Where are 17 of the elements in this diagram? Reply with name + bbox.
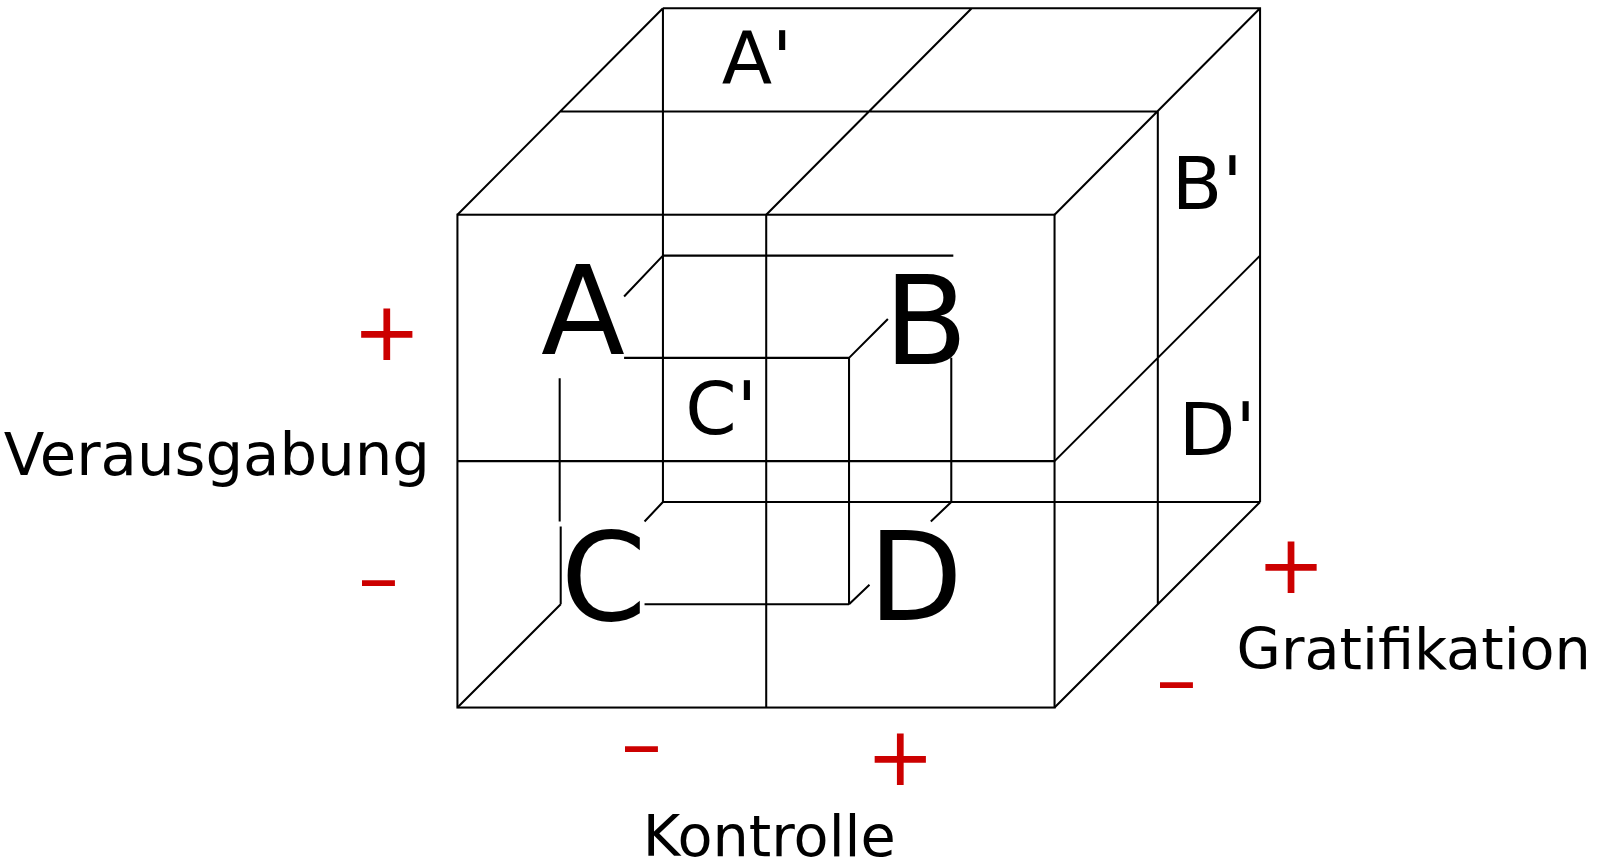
cell-letter: A': [721, 22, 793, 97]
cell-letter: C: [560, 516, 647, 640]
axis-label: Verausgabung: [3, 425, 430, 485]
plus-sign: +: [865, 716, 935, 798]
minus-sign: –: [620, 702, 662, 785]
plus-sign: +: [1256, 523, 1326, 606]
cell-letter: C': [685, 372, 757, 446]
cell-letter: D': [1178, 392, 1256, 467]
minus-sign: –: [358, 537, 399, 619]
axis-label: Kontrolle: [642, 808, 896, 865]
cell-letter: B': [1171, 147, 1243, 221]
minus-sign: –: [1155, 639, 1197, 722]
plus-sign: +: [352, 291, 421, 374]
axis-label: Gratifikation: [1236, 620, 1591, 679]
cell-letter: B: [883, 260, 968, 384]
cell-letter: D: [868, 516, 963, 640]
cell-letter: A: [541, 250, 626, 374]
